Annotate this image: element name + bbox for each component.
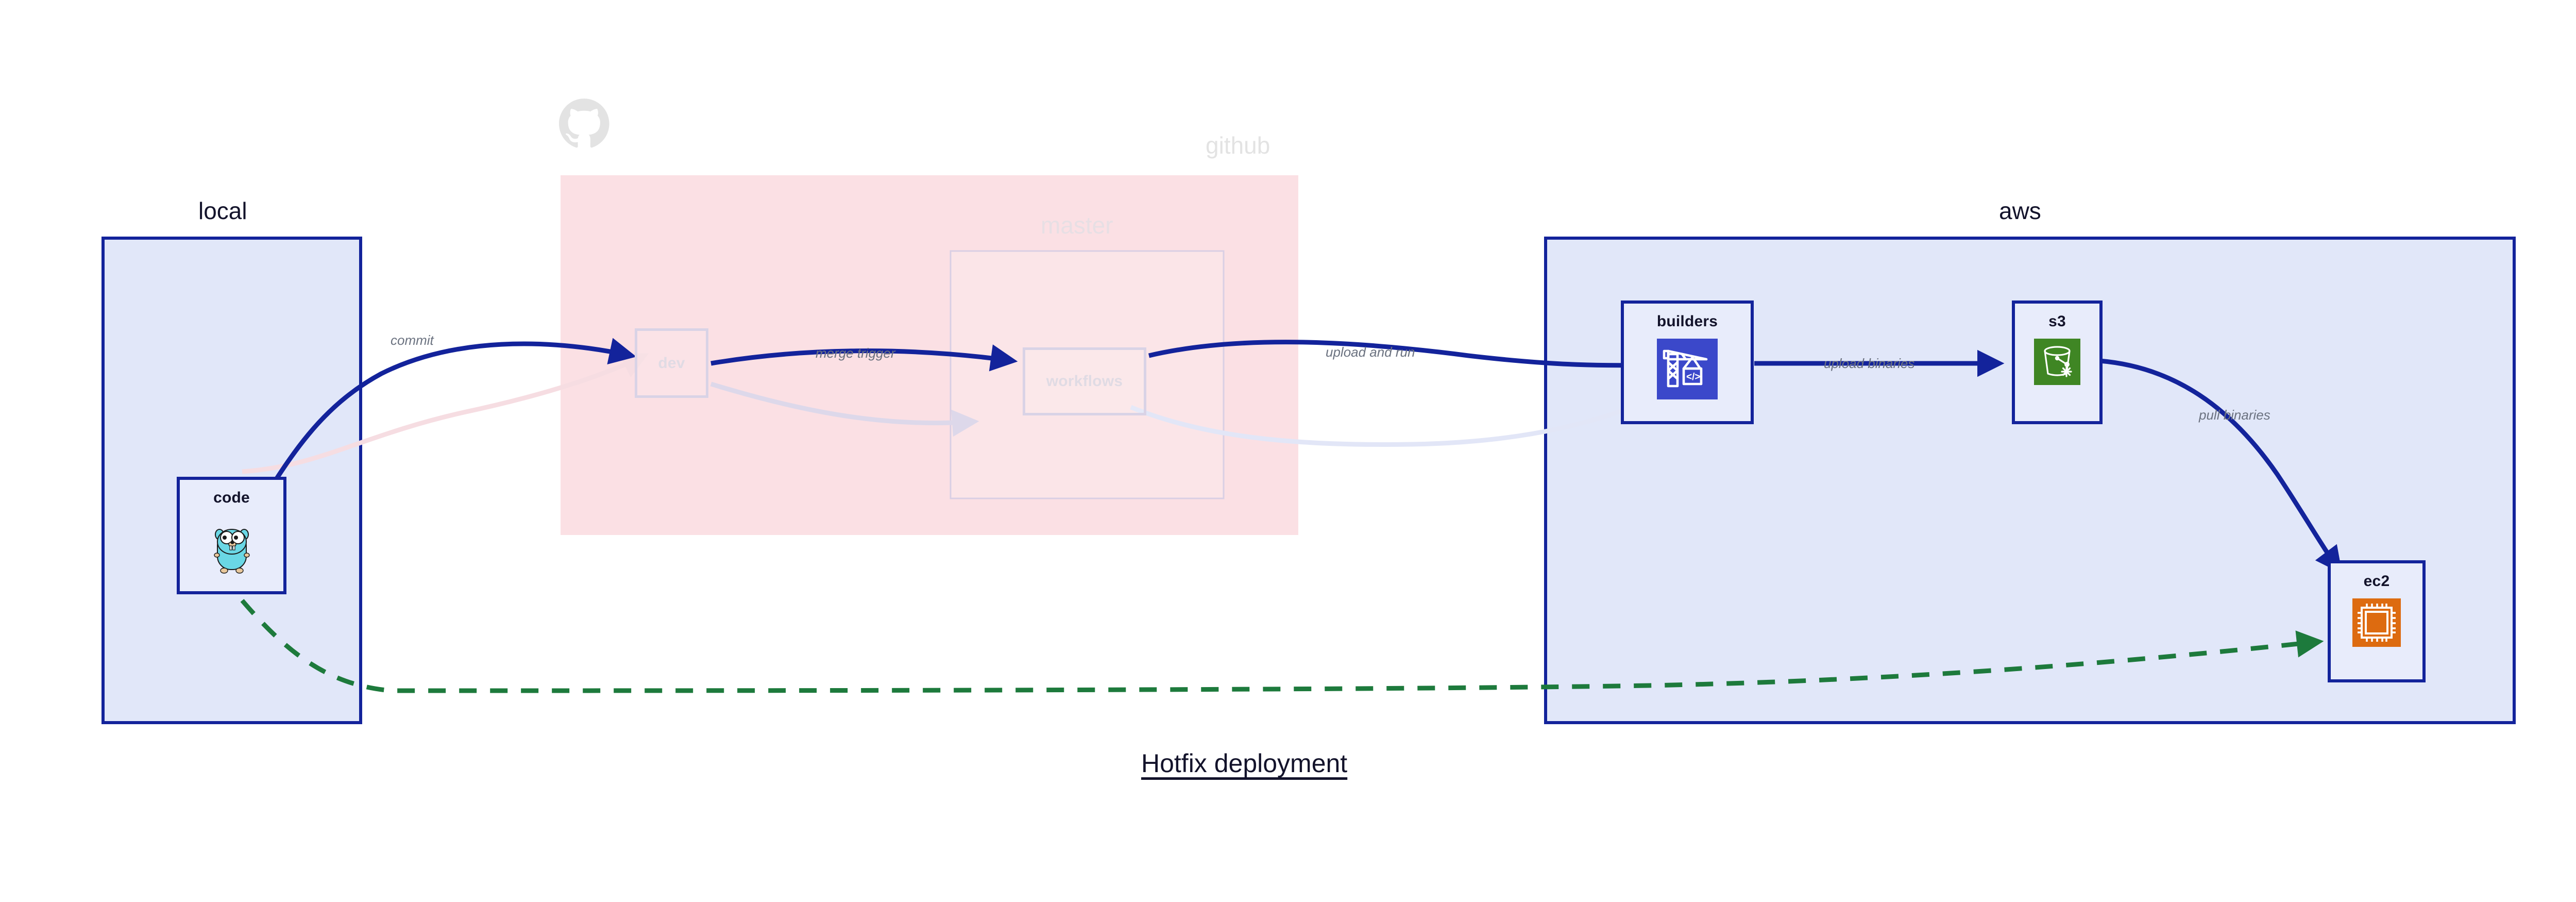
- node-code-label: code: [213, 489, 250, 506]
- aws-codebuild-icon: </>: [1657, 339, 1718, 402]
- edge-label-merge-trigger: merge trigger: [816, 345, 895, 361]
- edge-ghost-commit: [242, 353, 649, 474]
- node-builders-label: builders: [1656, 313, 1718, 330]
- cluster-label-github: github: [1206, 132, 1270, 159]
- edge-label-pull-binaries: pull binaries: [2199, 407, 2270, 423]
- node-ec2-label: ec2: [2363, 573, 2390, 590]
- node-code[interactable]: code: [177, 477, 286, 594]
- edge-label-upload-binaries: upload binaries: [1824, 356, 1915, 371]
- node-s3-label: s3: [2048, 313, 2066, 330]
- cluster-label-local: local: [198, 197, 247, 224]
- node-ec2[interactable]: ec2: [2328, 560, 2426, 682]
- edge-merge-trigger: [710, 344, 1018, 372]
- diagram-title: Hotfix deployment: [1141, 749, 1348, 778]
- cluster-github-box: [561, 175, 1298, 535]
- edge-ghost-upload: [1130, 388, 1674, 447]
- edge-commit: [251, 338, 637, 517]
- aws-s3-bucket-icon: [2034, 339, 2080, 388]
- edge-hotfix-direct: [240, 599, 2324, 693]
- svg-text:</>: </>: [1686, 372, 1700, 382]
- go-gopher-icon: [207, 515, 257, 577]
- subcluster-master-box: [950, 250, 1225, 499]
- node-builders[interactable]: builders: [1621, 300, 1754, 424]
- node-s3[interactable]: s3: [2012, 300, 2103, 424]
- edge-ghost-merge: [710, 381, 979, 437]
- cluster-label-aws: aws: [1999, 197, 2041, 224]
- node-dev-label: dev: [658, 354, 685, 372]
- node-dev[interactable]: dev: [635, 328, 708, 398]
- node-workflows-label: workflows: [1046, 373, 1123, 390]
- edge-label-commit: commit: [391, 332, 434, 348]
- node-workflows[interactable]: workflows: [1023, 347, 1146, 415]
- github-octocat-icon: [559, 98, 609, 148]
- edge-pull-binaries: [2099, 358, 2343, 574]
- aws-ec2-chip-icon: [2352, 598, 2401, 649]
- edge-upload-and-run: [1148, 340, 1659, 379]
- subcluster-label-master: master: [1041, 212, 1113, 239]
- edge-label-upload-and-run: upload and run: [1326, 344, 1415, 360]
